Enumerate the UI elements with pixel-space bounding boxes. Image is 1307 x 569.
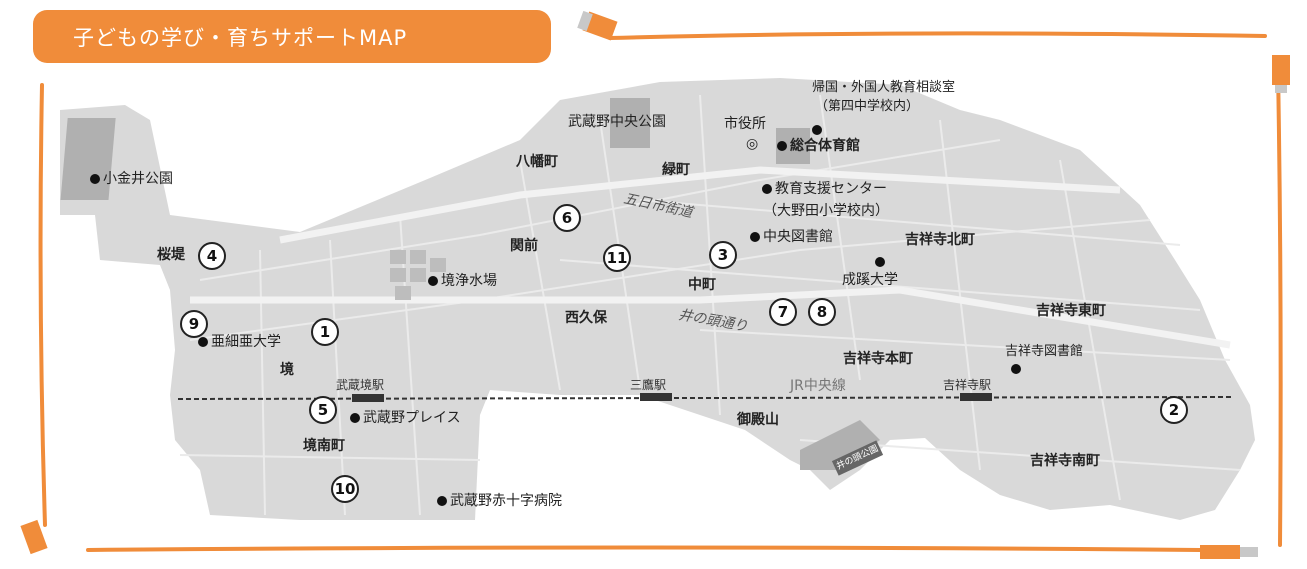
facility-place: 武蔵野プレイス [350,410,461,426]
facility-chuo-park: 武蔵野中央公園 [568,114,666,130]
koganei-park-area [60,118,116,200]
frame-decoration [38,31,1283,552]
marker-11[interactable]: 11 [603,244,631,272]
marker-1[interactable]: 1 [311,318,339,346]
district-goten: 御殿山 [737,412,779,428]
facility-kikoku-sub: （第四中学校内） [815,99,920,114]
district-sekimae: 関前 [510,238,538,254]
district-sakai: 境 [280,362,294,378]
marker-8[interactable]: 8 [808,298,836,326]
marker-6[interactable]: 6 [553,204,581,232]
facility-kyoiku-center-sub: （大野田小学校内） [763,203,889,219]
facility-sogo-gym: 総合体育館 [777,138,860,154]
district-sakurazutsumi: 桜堤 [157,247,185,263]
district-sakai-minami: 境南町 [303,438,345,454]
marker-2[interactable]: 2 [1160,396,1188,424]
district-nishikubo: 西久保 [565,310,607,326]
facility-kyoiku-center: 教育支援センター [762,181,887,197]
map-title: 子どもの学び・育ちサポートMAP [33,10,551,63]
district-midori: 緑町 [662,162,690,178]
road-jr: JR中央線 [790,378,846,394]
facility-chuo-library: 中央図書館 [750,229,833,245]
marker-4[interactable]: 4 [198,242,226,270]
facility-red-cross: 武蔵野赤十字病院 [437,493,562,509]
marker-9[interactable]: 9 [180,310,208,338]
facility-koganei-park: 小金井公園 [90,171,173,187]
inokashira-park-area [800,420,880,470]
kichijoji-library-dot [1011,361,1024,377]
marker-10[interactable]: 10 [331,475,359,503]
marker-5[interactable]: 5 [309,396,337,424]
station-mitaka: 三鷹駅 [630,378,667,392]
facility-city-hall: 市役所 [724,116,766,132]
district-hachiman: 八幡町 [516,154,558,170]
marker-7[interactable]: 7 [769,298,797,326]
district-naka: 中町 [688,277,716,293]
seikei-dot [875,254,888,270]
facility-kikoku: 帰国・外国人教育相談室 [812,80,956,95]
marker-3[interactable]: 3 [709,241,737,269]
jr-line [177,393,1233,402]
facility-kichijoji-library: 吉祥寺図書館 [1005,344,1084,359]
kikoku-dot [812,122,825,138]
station-musashisakai: 武蔵境駅 [336,378,385,392]
facility-seikei: 成蹊大学 [842,272,898,288]
district-kichijoji-hon: 吉祥寺本町 [843,351,913,367]
district-kichijoji-kita: 吉祥寺北町 [905,232,975,248]
station-kichijoji: 吉祥寺駅 [943,378,992,392]
district-kichijoji-higashi: 吉祥寺東町 [1036,303,1106,319]
district-kichijoji-minami: 吉祥寺南町 [1030,453,1100,469]
facility-josui: 境浄水場 [428,273,497,289]
chuo-park-area [610,98,650,148]
city-hall-symbol: ◎ [746,136,759,152]
facility-asia-univ: 亜細亜大学 [198,334,281,350]
